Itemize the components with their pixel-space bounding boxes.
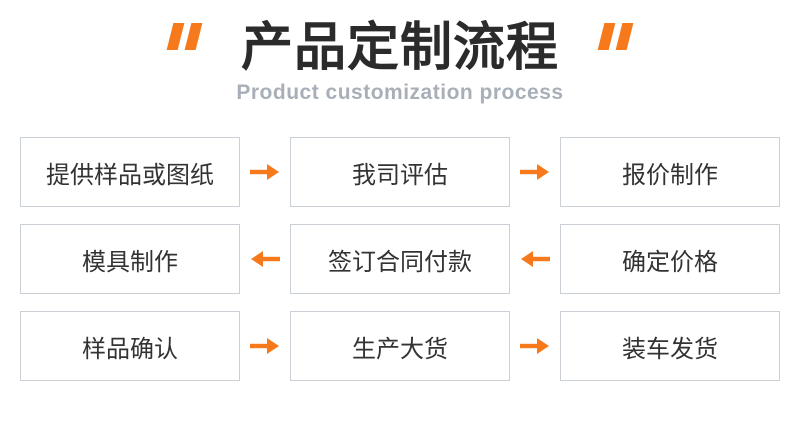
flow-row-1: 提供样品或图纸 我司评估 报价制作 (20, 137, 780, 208)
arrow-right-icon (240, 311, 290, 381)
step-box-provide-sample: 提供样品或图纸 (20, 137, 240, 208)
arrow-left-icon (510, 224, 560, 294)
close-quote-icon (597, 23, 634, 50)
header: 产品定制流程 Product customization process (0, 0, 800, 105)
arrow-left-icon (240, 224, 290, 294)
quote-bar (615, 23, 634, 50)
arrow-right-icon (240, 137, 290, 207)
title-row: 产品定制流程 (0, 0, 800, 77)
flow-row-2: 模具制作 签订合同付款 确定价格 (20, 224, 780, 295)
process-flow: 提供样品或图纸 我司评估 报价制作 模具制作 (20, 137, 780, 382)
step-box-sign-contract-payment: 签订合同付款 (290, 224, 510, 295)
step-box-mass-production: 生产大货 (290, 311, 510, 382)
arrow-right-icon (510, 137, 560, 207)
page-title: 产品定制流程 (240, 19, 559, 77)
flow-row-3: 样品确认 生产大货 装车发货 (20, 311, 780, 382)
quote-bar (166, 23, 185, 50)
arrow-right-icon (510, 311, 560, 381)
step-box-mold-making: 模具制作 (20, 224, 240, 295)
page-subtitle: Product customization process (236, 81, 564, 105)
step-box-confirm-price: 确定价格 (560, 224, 780, 295)
step-box-sample-confirmation: 样品确认 (20, 311, 240, 382)
open-quote-icon (166, 23, 203, 50)
step-box-company-evaluation: 我司评估 (290, 137, 510, 208)
quote-bar (184, 23, 203, 50)
step-box-quotation: 报价制作 (560, 137, 780, 208)
quote-bar (597, 23, 616, 50)
step-box-loading-shipping: 装车发货 (560, 311, 780, 382)
